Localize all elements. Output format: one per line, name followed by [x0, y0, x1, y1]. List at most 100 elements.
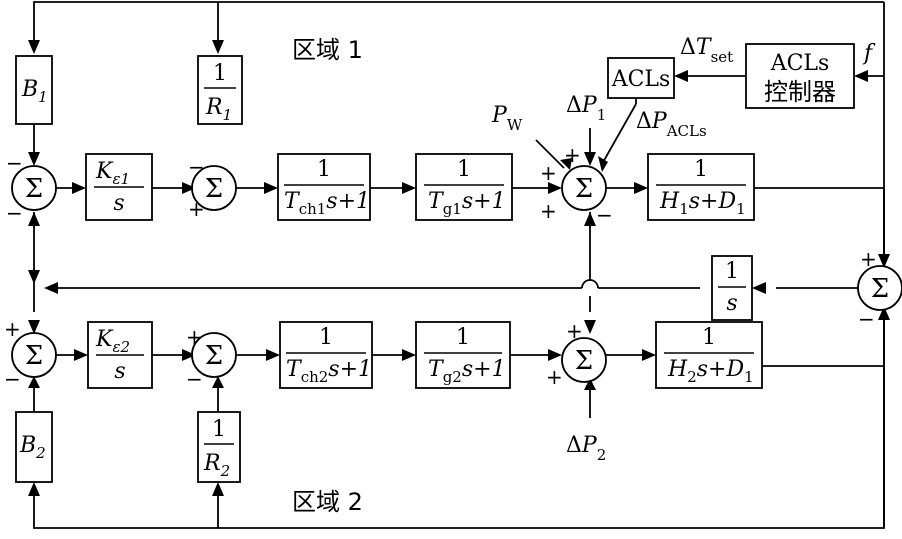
pw-line: [535, 139, 565, 169]
arrow-into-sum6: [548, 349, 562, 361]
sum-symbol: Σ: [575, 346, 593, 376]
sum-junction-1: Σ: [11, 165, 57, 211]
sign-sum4-bottom: −: [4, 367, 21, 391]
arrow-into-r1: [212, 40, 224, 54]
svg-text:1: 1: [319, 325, 333, 350]
arrow-into-right-sum: [878, 254, 890, 268]
sum-symbol: Σ: [25, 341, 43, 371]
svg-text:s: s: [113, 191, 124, 216]
label-dpacls: ΔPACLs: [636, 109, 707, 140]
svg-text:Kε2: Kε2: [95, 327, 130, 356]
svg-text:B1: B1: [21, 77, 48, 106]
sign-sum4-top: +: [4, 317, 21, 341]
svg-text:ACLs: ACLs: [611, 67, 671, 92]
outer-feedback-top: [33, 1, 884, 50]
arrow-into-k2: [74, 349, 88, 361]
sum-symbol: Σ: [575, 174, 593, 204]
svg-text:Tch2s+1: Tch2s+1: [286, 357, 372, 386]
area-1-label: 区域 1: [292, 36, 363, 64]
arrow-dpacls: [598, 156, 608, 172]
sign-right-sum-bottom: −: [858, 307, 875, 331]
arrow-up-sum1: [28, 212, 40, 226]
block-k2: Kε2 s: [87, 321, 153, 389]
arrow-into-k1: [72, 182, 86, 194]
block-tch1: 1 Tch1s+1: [277, 153, 371, 221]
arrow-pw: [560, 158, 572, 170]
tie-hop: [581, 279, 599, 289]
svg-text:1: 1: [456, 325, 470, 350]
arrow-into-int: [752, 282, 766, 294]
svg-text:s: s: [114, 359, 125, 384]
arrow-tie-left: [44, 282, 58, 294]
arrow-into-acls: [674, 70, 688, 82]
svg-text:H2s+D1: H2s+D1: [667, 357, 754, 386]
arrow-into-sum1: [28, 152, 40, 166]
sum-junction-right: Σ: [857, 265, 902, 311]
sum-junction-4: Σ: [11, 332, 57, 378]
block-h2: 1 H2s+D1: [655, 321, 763, 389]
arrow-up-sum3: [584, 212, 596, 226]
sum-symbol: Σ: [205, 341, 223, 371]
arrow-into-tch2: [266, 349, 280, 361]
sum-junction-6: Σ: [561, 337, 607, 383]
svg-text:ACLs: ACLs: [770, 51, 830, 76]
arrow-into-sum2: [182, 182, 196, 194]
svg-text:Tg2s+1: Tg2s+1: [428, 357, 506, 386]
svg-text:R1: R1: [205, 95, 232, 124]
svg-text:H1s+D1: H1s+D1: [659, 189, 746, 218]
label-f: f: [862, 41, 876, 66]
arrow-into-tg1: [402, 182, 416, 194]
block-r1: 1 R1: [197, 55, 243, 125]
svg-text:1: 1: [702, 325, 716, 350]
area-2-label: 区域 2: [292, 488, 363, 516]
sum-junction-2: Σ: [191, 165, 237, 211]
sign-sum1-top: −: [6, 151, 23, 175]
arrow-into-sum5: [182, 349, 196, 361]
arrow-into-h1: [634, 182, 648, 194]
block-acls-controller: ACLs 控制器: [745, 43, 855, 109]
arrow-dp1: [584, 152, 596, 166]
arrow-into-b2: [28, 482, 40, 496]
sum-symbol: Σ: [205, 174, 223, 204]
arrowheads: [28, 40, 890, 496]
svg-text:s: s: [726, 291, 737, 316]
label-dtset: ΔTset: [680, 35, 733, 66]
block-r2: 1 R2: [197, 411, 241, 483]
svg-text:控制器: 控制器: [764, 78, 836, 106]
svg-text:R2: R2: [203, 451, 230, 480]
arrow-into-sum6-top: [584, 320, 596, 334]
label-pw: PW: [491, 103, 523, 134]
sign-sum3-bottom: −: [596, 203, 613, 227]
sum-symbol: Σ: [25, 174, 43, 204]
block-b2: B2: [15, 411, 53, 483]
block-integrator: 1 s: [711, 255, 753, 321]
sign-sum3-left-bottom: +: [540, 199, 557, 223]
arrow-into-tg2: [402, 349, 416, 361]
arrow-into-r2: [212, 482, 224, 496]
sign-sum6-left: +: [546, 365, 563, 389]
summing-junctions: Σ Σ Σ Σ Σ Σ Σ: [11, 165, 902, 383]
sign-sum3-top: +: [564, 143, 581, 167]
label-dp2: ΔP2: [566, 433, 606, 464]
sign-sum6-top: +: [566, 319, 583, 343]
sign-sum5-left: +: [186, 325, 203, 349]
svg-text:Tg1s+1: Tg1s+1: [428, 189, 506, 218]
block-h1: 1 H1s+D1: [647, 153, 755, 221]
signs: − − − + + + + − + − + − + − + +: [4, 143, 877, 391]
arrow-into-b1: [28, 40, 40, 54]
svg-text:1: 1: [725, 259, 739, 284]
block-tg1: 1 Tg1s+1: [415, 153, 513, 221]
svg-text:1: 1: [213, 61, 227, 86]
svg-text:1: 1: [694, 157, 708, 182]
arrow-dp2-up: [584, 378, 596, 390]
dpacls-line: [601, 103, 637, 165]
arrow-r2-up: [212, 376, 224, 388]
block-k1: Kε1 s: [85, 153, 153, 221]
sign-sum3-left-top: +: [540, 161, 557, 185]
block-acls: ACLs: [607, 57, 675, 99]
svg-text:Tch1s+1: Tch1s+1: [284, 189, 370, 218]
block-tch2: 1 Tch2s+1: [279, 321, 373, 389]
svg-text:1: 1: [457, 157, 471, 182]
arrow-down-sum1: [28, 270, 40, 284]
